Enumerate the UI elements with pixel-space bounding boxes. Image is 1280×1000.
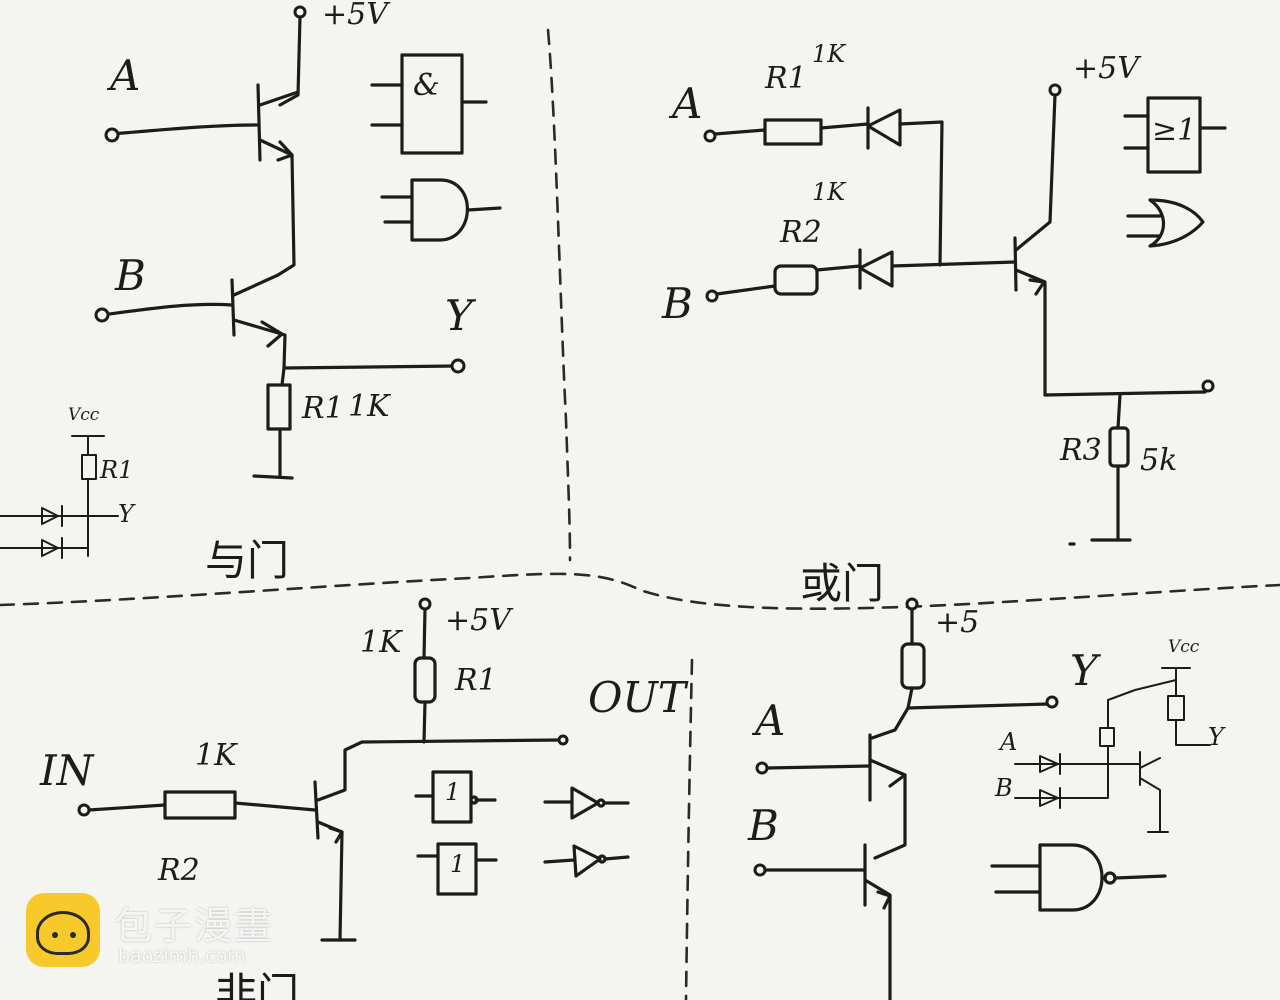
or-supply-label: +5V (1073, 51, 1142, 86)
and-input-a-wire (110, 123, 260, 136)
or-r2-label: R2 (779, 215, 822, 250)
and-mini-r1: R1 (99, 456, 133, 484)
not-transistor-base (313, 780, 320, 840)
and-ansi-symbol (410, 178, 469, 242)
not-r1-value: 1K (360, 625, 403, 660)
not-r2 (163, 790, 237, 820)
or-diode-1 (866, 106, 902, 150)
not-supply-label: +5V (445, 603, 514, 638)
and-q1-base-bar (256, 83, 262, 162)
nand-diode-mini: Vcc A B Y (994, 637, 1226, 833)
and-iec-symbol (400, 53, 464, 155)
or-r3-value: 5k (1140, 443, 1177, 478)
not-output-label: OUT (588, 673, 689, 722)
nand-output-node (1045, 695, 1059, 709)
bun-mascot-icon (26, 893, 100, 967)
and-resistor-value: 1K (348, 389, 391, 424)
or-r1-value: 1K (812, 40, 847, 68)
watermark-url: baozimh.com (118, 945, 246, 967)
or-r1-label: R1 (764, 61, 807, 96)
or-input-b-node (705, 289, 719, 303)
and-resistor (266, 383, 292, 431)
and-iec-symbol-text: & (413, 68, 440, 103)
or-transistor-base (1013, 236, 1018, 292)
nand-resistor (900, 642, 926, 690)
nand-mini-vcc: Vcc (1168, 637, 1200, 657)
and-q2-base-bar (230, 278, 236, 337)
nand-mini-b: B (994, 774, 1013, 802)
or-gate-title: 或门 (800, 559, 884, 608)
not-iec-symbol-text-1: 1 (445, 778, 460, 806)
and-input-a-label: A (106, 51, 140, 100)
or-input-a-label: A (668, 79, 702, 128)
or-input-a-node (703, 129, 717, 143)
and-output-label: Y (445, 291, 477, 340)
not-output-node (557, 734, 569, 746)
not-input-label: IN (39, 746, 95, 795)
not-r2-value: 1K (195, 738, 238, 773)
and-resistor-label: R1 (301, 391, 344, 426)
or-iec-symbol-text: ≥1 (1152, 113, 1196, 148)
not-r1-label: R1 (454, 663, 497, 698)
and-mini-y: Y (118, 500, 136, 528)
watermark: 包子漫畫 baozimh.com (26, 893, 346, 973)
not-gate-circuit: IN 1K R2 1K R1 +5V OUT 非门 1 1 (39, 597, 689, 1000)
nand-mini-a: A (998, 728, 1017, 756)
not-iec-symbol-2 (436, 842, 478, 896)
or-r2-value: 1K (812, 178, 847, 206)
and-diode-mini: Vcc R1 Y (0, 405, 136, 559)
not-r2-label: R2 (157, 853, 200, 888)
and-mini-vcc: Vcc (68, 405, 100, 425)
or-diode-2 (858, 248, 894, 290)
or-r3-label: R3 (1059, 433, 1102, 468)
not-r1 (413, 656, 437, 704)
not-ansi-symbol (543, 844, 630, 878)
or-ansi-symbol (1148, 198, 1205, 248)
and-gate-title: 与门 (205, 536, 289, 585)
nand-ansi-symbol (1038, 843, 1104, 912)
nand-input-b-label: B (747, 801, 779, 850)
nand-output-label: Y (1070, 646, 1102, 695)
and-input-b-node (94, 307, 110, 323)
and-supply-label: +5V (322, 0, 391, 32)
nand-supply-label: +5 (935, 605, 979, 640)
and-gate-circuit: A B +5V Y R1 1K 与门 & (0, 0, 502, 585)
not-iec-symbol-text-2: 1 (450, 850, 465, 878)
quadrant-dividers (0, 28, 1280, 1000)
watermark-name: 包子漫畫 (114, 904, 275, 948)
or-iec-symbol (1146, 96, 1202, 174)
or-gate-circuit: A B R1 1K 1K R2 +5V R3 5k 或门 (661, 40, 1227, 608)
or-supply-node (1048, 83, 1062, 97)
and-input-b-label: B (114, 251, 146, 300)
or-input-b-label: B (661, 279, 693, 328)
not-gate-title: 非门 (215, 969, 299, 1000)
or-r2 (773, 264, 819, 296)
nand-mini-y: Y (1208, 723, 1226, 751)
nand-input-a-label: A (751, 696, 785, 745)
and-output-node (450, 358, 466, 374)
not-buffer-symbol (543, 786, 630, 820)
or-r1 (763, 118, 823, 146)
and-input-a-node (104, 127, 120, 143)
nand-gate-circuit: +5 Y A B Vcc A B Y (747, 597, 1226, 1000)
or-r3 (1108, 426, 1130, 468)
or-output-node (1201, 379, 1215, 393)
